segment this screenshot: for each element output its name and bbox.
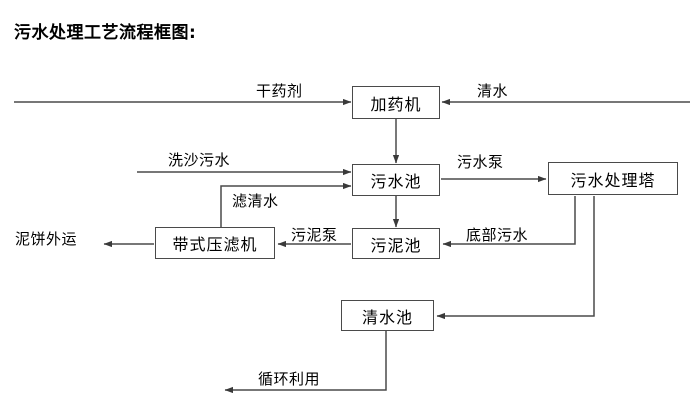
edge-label-mud-cake-out: 泥饼外运	[15, 230, 78, 248]
edge-label-sludge-pump: 污泥泵	[291, 226, 338, 244]
node-label: 加药机	[370, 94, 422, 114]
edge-label-bottom-sewage: 底部污水	[466, 226, 529, 244]
edge-label-filtrate: 滤清水	[232, 192, 279, 210]
node-label: 污水处理塔	[570, 170, 656, 190]
node-label: 污水池	[370, 172, 422, 191]
node-treatment-tower[interactable]: 污水处理塔	[548, 162, 678, 195]
page-title: 污水处理工艺流程框图:	[14, 23, 197, 43]
edge-label-sewage-pump: 污水泵	[457, 153, 504, 171]
edge-clear-water-pool-to-recycle	[224, 331, 387, 394]
node-dosing-machine[interactable]: 加药机	[352, 86, 440, 119]
node-belt-filter-press[interactable]: 带式压滤机	[155, 227, 275, 259]
edge-label-clean-water: 清水	[477, 82, 509, 100]
edge-label-recycle-use: 循环利用	[258, 370, 321, 388]
edge-label-sand-wash-sewage: 洗沙污水	[168, 151, 231, 169]
node-label: 带式压滤机	[172, 235, 258, 254]
node-clear-water-pool[interactable]: 清水池	[341, 300, 434, 331]
node-label: 清水池	[361, 307, 413, 327]
node-label: 污泥池	[370, 235, 422, 255]
node-sewage-pool[interactable]: 污水池	[352, 164, 440, 196]
edge-tower-to-clear-water-pool	[436, 196, 595, 320]
node-sludge-pool[interactable]: 污泥池	[352, 228, 440, 259]
edge-label-dry-agent: 干药剂	[256, 82, 303, 100]
edge-tower-bottom-to-sludge-pool	[442, 196, 576, 248]
edge-filtrate-to-sewage-pool	[220, 182, 352, 227]
